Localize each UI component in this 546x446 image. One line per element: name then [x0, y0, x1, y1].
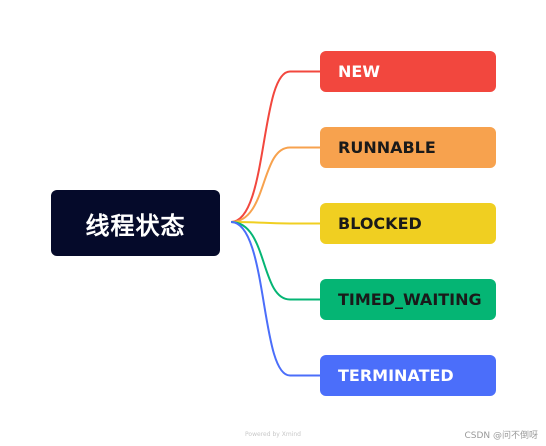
connector-terminated	[230, 221, 320, 377]
state-node-label: TIMED_WAITING	[338, 290, 482, 309]
state-node-terminated[interactable]: TERMINATED	[320, 355, 496, 396]
state-node-label: BLOCKED	[338, 214, 422, 233]
state-node-blocked[interactable]: BLOCKED	[320, 203, 496, 244]
state-node-runnable[interactable]: RUNNABLE	[320, 127, 496, 168]
powered-by-caption: Powered by Xmind	[245, 431, 301, 438]
connector-runnable	[230, 146, 320, 223]
root-node-label: 线程状态	[85, 211, 186, 240]
state-node-label: NEW	[338, 62, 380, 81]
root-node[interactable]: 线程状态	[51, 190, 220, 256]
state-node-new[interactable]: NEW	[320, 51, 496, 92]
connector-new	[230, 70, 320, 223]
connector-timed-waiting	[230, 221, 320, 301]
state-node-label: RUNNABLE	[338, 138, 436, 157]
connector-blocked	[230, 221, 320, 225]
watermark-text: CSDN @问不倒呀	[464, 431, 538, 441]
state-node-label: TERMINATED	[338, 366, 454, 385]
state-node-timed-waiting[interactable]: TIMED_WAITING	[320, 279, 496, 320]
